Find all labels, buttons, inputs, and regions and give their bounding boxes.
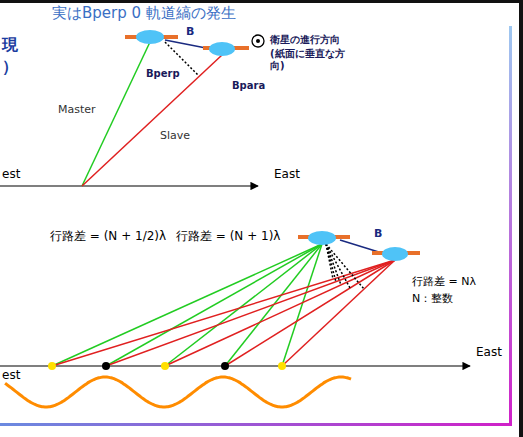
direction-label: est bbox=[2, 168, 20, 182]
ground-axis bbox=[0, 365, 470, 366]
note: 衛星の進行方向 bbox=[270, 34, 340, 46]
slave-ray bbox=[82, 55, 222, 186]
baseline-label: B bbox=[186, 26, 194, 39]
note: (紙面に垂直な方向) bbox=[270, 48, 352, 71]
frame-accent bbox=[0, 423, 512, 426]
ground-points bbox=[48, 362, 286, 370]
note: N：整数 bbox=[412, 293, 453, 306]
path-difference: 行路差 = (N + 1)λ bbox=[176, 230, 280, 244]
frame-accent bbox=[509, 26, 512, 426]
satellite bbox=[382, 247, 408, 261]
component-label: Bpara bbox=[232, 80, 265, 92]
component-label: Bperp bbox=[146, 68, 180, 80]
path-difference: 行路差 = Nλ bbox=[412, 276, 476, 289]
direction-label: East bbox=[274, 168, 300, 182]
satellite bbox=[136, 30, 164, 44]
ground-axis bbox=[0, 185, 258, 186]
direction-symbol bbox=[256, 39, 260, 43]
satellite-label: Slave bbox=[160, 130, 190, 143]
fragment: ） bbox=[2, 58, 18, 76]
satellite bbox=[209, 42, 235, 56]
satellite-label: Master bbox=[58, 104, 96, 117]
direction-label: East bbox=[476, 346, 502, 360]
path-difference: 行路差 = (N + 1/2)λ bbox=[50, 230, 166, 244]
frame-bar bbox=[519, 0, 523, 437]
fragment: 現 bbox=[2, 36, 18, 54]
master-rays bbox=[52, 244, 322, 366]
slide-title: 実はBperp 0 軌道縞の発生 bbox=[52, 5, 236, 22]
direction-label: est bbox=[2, 369, 20, 383]
direction-symbol bbox=[252, 35, 264, 47]
path-difference-lines bbox=[326, 244, 364, 289]
frame-bar bbox=[0, 0, 523, 3]
satellite bbox=[308, 231, 336, 245]
baseline-label: B bbox=[374, 228, 382, 241]
fringe-wave bbox=[5, 377, 351, 407]
